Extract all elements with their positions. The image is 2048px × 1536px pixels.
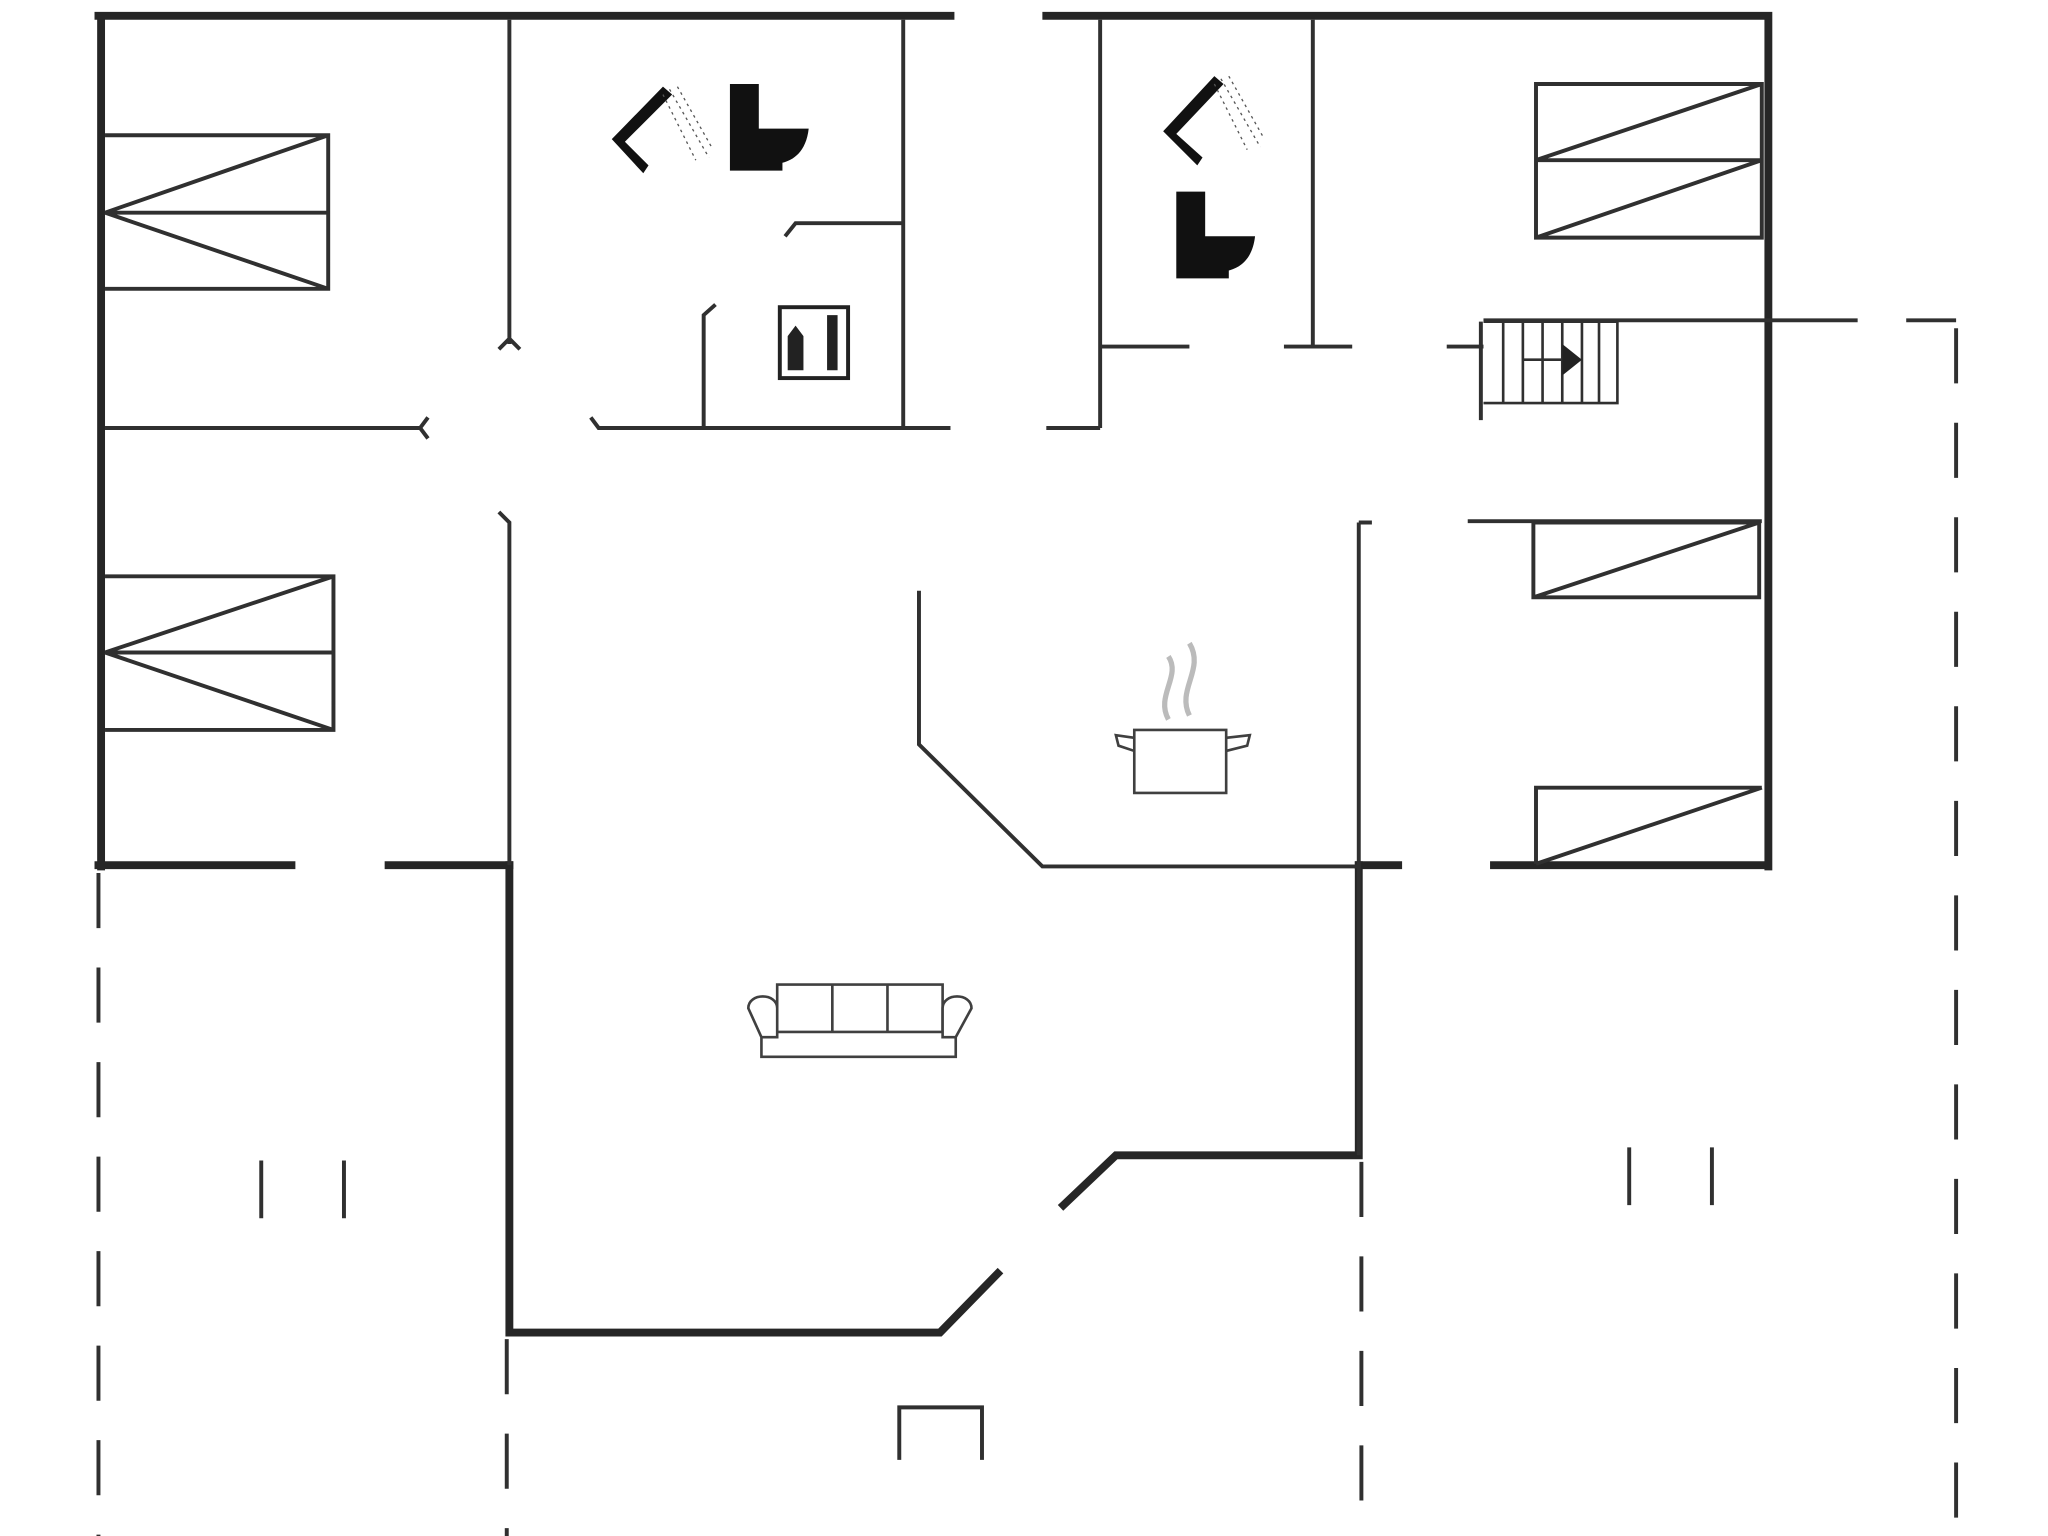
bed-icon: [104, 82, 1764, 866]
washing-machine-icon: [777, 305, 851, 381]
interior-walls: [105, 19, 1957, 1156]
outdoor-terrace-outline: [96, 328, 1959, 1536]
stairs-icon: [1483, 320, 1619, 405]
shower-icon: [1163, 75, 1264, 166]
toilet-icon: [729, 84, 1256, 279]
exterior-walls: [94, 11, 1773, 1337]
shower-icon: [611, 86, 713, 174]
cooking-pot-icon: [1114, 641, 1252, 795]
sofa-icon: [746, 983, 973, 1059]
